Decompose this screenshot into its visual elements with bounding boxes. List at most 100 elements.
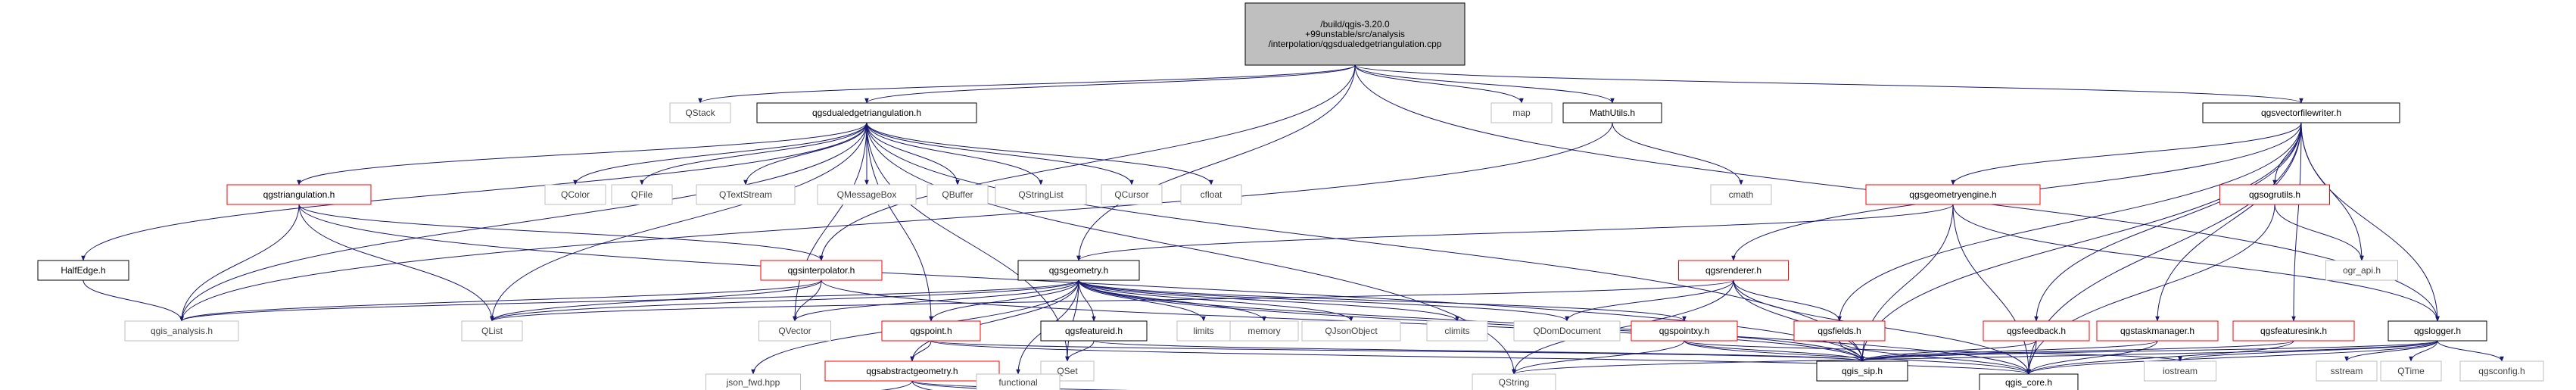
node-qgsfeaturesink[interactable]: qgsfeaturesink.h [2232,320,2355,342]
edge-qgsgeometry-to-qgsabstractgeometry [910,279,1079,362]
node-qgstriangulation[interactable]: qgstriangulation.h [226,184,372,205]
node-box [976,373,1061,390]
node-label: qgstriangulation.h [263,189,335,200]
edge-qgsdualedge_h-to-qfile [640,122,867,186]
node-label: qgis_analysis.h [151,326,213,336]
edge-qgsgeometry-to-qgspointxy [1078,279,1687,322]
node-qgsvectorfilewriter[interactable]: qgsvectorfilewriter.h [2202,102,2400,123]
node-box [1244,2,1466,66]
node-label: qgsdualedgetriangulation.h [812,108,921,118]
edge-qgsdualedge_h-to-qset [866,122,1070,362]
node-label: cmath [1729,189,1754,200]
node-box [1301,320,1401,342]
node-label: cfloat [1201,189,1223,200]
node-qgis-core[interactable]: qgis_core.h [1979,373,2079,390]
edge-halfedge-to-qgis_analysis [83,279,184,322]
node-box [1426,320,1488,342]
node-qgslogger[interactable]: qgslogger.h [2388,320,2487,342]
node-box [756,102,977,123]
node-box [1513,320,1621,342]
node-label: qgsabstractgeometry.h [866,366,958,376]
node-box [1710,184,1772,205]
node-root[interactable]: /build/qgis-3.20.0+99unstable/src/analys… [1244,2,1466,66]
node-qvector: QVector [758,320,831,342]
node-mathutils[interactable]: MathUtils.h [1562,102,1662,123]
node-label: ogr_api.h [2343,265,2381,276]
node-qgsfields[interactable]: qgsfields.h [1793,320,1886,342]
edge-root-to-map [1354,64,1524,104]
edge-qgsvectorfilewriter-to-qgstaskmanager [2155,122,2302,322]
node-box [226,184,372,205]
edge-root-to-qgsgeometry [1076,64,1356,261]
node-cmath: cmath [1710,184,1772,205]
node-label: qgslogger.h [2414,326,2461,336]
node-label: QList [481,326,503,336]
node-box [1040,320,1148,342]
node-ogr-api: ogr_api.h [2325,260,2398,281]
node-label: qgis_core.h [2005,377,2052,388]
node-qgsfeedback[interactable]: qgsfeedback.h [1983,320,2090,342]
edge-qgspoint-to-qgis_sip [930,340,1864,362]
node-qcolor: QColor [544,184,606,205]
node-qgsabstractgeometry[interactable]: qgsabstractgeometry.h [824,360,1000,382]
node-box [1176,320,1231,342]
edge-qgsgeometryengine-to-qgsgeometry [1076,204,1954,261]
node-qgsogrutils[interactable]: qgsogrutils.h [2219,184,2330,205]
node-label: QDomDocument [1533,326,1601,336]
node-label: qgsinterpolator.h [788,265,855,276]
node-qmessagebox: QMessageBox [817,184,917,205]
edge-qgsabstractgeometry-to-qgis_core [911,380,1132,390]
node-label: QTime [2397,366,2425,376]
node-qgsgeometryengine[interactable]: qgsgeometryengine.h [1865,184,2041,205]
node-box [696,184,796,205]
node-label: memory [1248,326,1280,336]
node-box [1472,373,1556,390]
node-qstringlist: QStringList [995,184,1087,205]
edge-mathutils-to-qgis_analysis [179,122,1613,322]
edge-qgsfeedback-to-qgis_sip [1860,340,2037,362]
node-box [1017,260,1140,281]
edge-qgstaskmanager-to-qgis_sip [1860,340,2158,362]
node-qbuffer: QBuffer [927,184,989,205]
node-box [544,184,606,205]
node-halfedge[interactable]: HalfEdge.h [37,260,129,281]
node-label: qgsfeaturesink.h [2260,326,2327,336]
node-qgsinterpolator[interactable]: qgsinterpolator.h [760,260,883,281]
node-box [2459,360,2544,382]
edge-qgsdualedge_h-to-qcursor [866,122,1134,186]
node-label: qgis_sip.h [1842,366,1883,376]
node-qgsdualedge-h[interactable]: qgsdualedgetriangulation.h [756,102,977,123]
node-qgsgeometry[interactable]: qgsgeometry.h [1017,260,1140,281]
node-qgspointxy[interactable]: qgspointxy.h [1631,320,1738,342]
node-map: map [1490,102,1553,123]
edge-qgslogger-to-qgis_sip [1860,340,2438,362]
node-label: QFile [631,189,653,200]
node-box [758,320,831,342]
edge-qgsgeometry-to-qdomdocument [1078,279,1569,322]
edge-qgsrenderer-to-qgsfields [1733,279,1842,322]
node-label: qgsogrutils.h [2249,189,2300,200]
node-label: +99unstable/src/analysis [1305,29,1405,39]
node-label: HalfEdge.h [61,265,105,276]
node-box [927,184,989,205]
edge-qgsinterpolator-to-qlist [490,279,822,322]
edge-qgsfeatureid-to-qset [1065,340,1095,362]
node-qgsfeatureid[interactable]: qgsfeatureid.h [1040,320,1148,342]
node-label: QCursor [1114,189,1148,200]
node-qgis-sip[interactable]: qgis_sip.h [1816,360,1908,382]
edge-root-to-mathutils [1354,64,1615,104]
node-box [2316,360,2378,382]
node-qgspoint[interactable]: qgspoint.h [881,320,981,342]
node-json-fwd: json_fwd.hpp [706,373,801,390]
node-qtextstream: QTextStream [696,184,796,205]
edge-qgsgeometry-to-qgspoint [929,279,1079,322]
node-box [1979,373,2079,390]
node-qgstaskmanager[interactable]: qgstaskmanager.h [2096,320,2219,342]
node-qgsrenderer[interactable]: qgsrenderer.h [1678,260,1789,281]
node-qtime: QTime [2380,360,2442,382]
edge-qgsdualedge_h-to-qbuffer [866,122,960,186]
edge-qgslogger-to-sstream [2344,340,2438,362]
node-box [1865,184,2041,205]
edge-root-to-qgsdualedge_h [864,64,1356,104]
edge-qgsrenderer-to-qstring [1512,279,1734,375]
